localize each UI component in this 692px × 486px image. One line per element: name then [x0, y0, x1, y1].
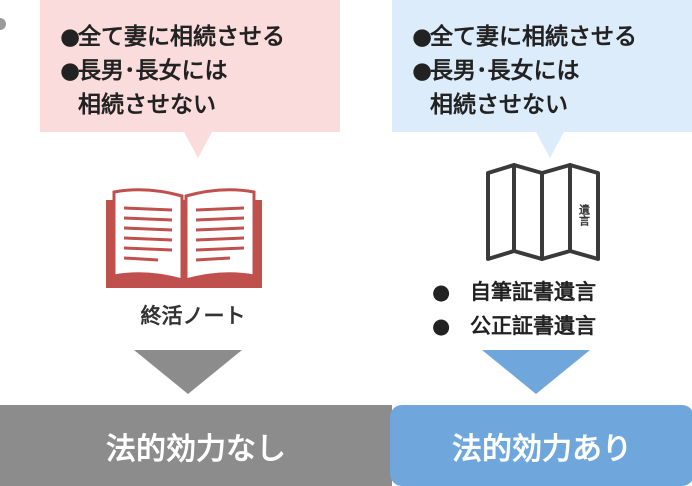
- right-speech-bubble: ● 全て妻に相続させる ● 長男･長女には 相続させない: [392, 0, 692, 158]
- result-has-legal-effect: 法的効力あり: [390, 405, 692, 486]
- right-bubble-item-1: ● 全て妻に相続させる: [412, 20, 692, 54]
- left-speech-bubble: ● 全て妻に相続させる ● 長男･長女には 相続させない: [40, 0, 340, 158]
- bubble-tail: [536, 132, 564, 158]
- result-no-legal-effect: 法的効力なし: [0, 405, 392, 486]
- will-methods-list: ●自筆証書遺言 ●公正証書遺言: [432, 275, 596, 343]
- down-arrow-right: [482, 350, 590, 394]
- right-bubble-item-2: ● 長男･長女には 相続させない: [412, 54, 692, 122]
- method-item-1: ●自筆証書遺言: [432, 275, 596, 309]
- will-icon-text: 遺言: [578, 203, 592, 227]
- bullet: ●: [60, 24, 81, 50]
- down-arrow-left: [134, 350, 242, 394]
- edge-mark: [0, 18, 6, 30]
- left-bubble-list: ● 全て妻に相続させる ● 長男･長女には 相続させない: [40, 0, 340, 122]
- left-bubble-item-1: ● 全て妻に相続させる: [60, 20, 340, 54]
- right-bubble-list: ● 全て妻に相続させる ● 長男･長女には 相続させない: [392, 0, 692, 122]
- bullet: ●: [412, 58, 433, 84]
- method-item-2: ●公正証書遺言: [432, 309, 596, 343]
- bullet: ●: [432, 280, 451, 304]
- bullet: ●: [432, 314, 451, 338]
- bullet: ●: [60, 58, 81, 84]
- right-column: ● 全て妻に相続させる ● 長男･長女には 相続させない 遺言 ●自筆証書遺言 …: [380, 0, 692, 486]
- left-bubble-item-2: ● 長男･長女には 相続させない: [60, 54, 340, 122]
- left-column: ● 全て妻に相続させる ● 長男･長女には 相続させない: [0, 0, 392, 486]
- open-book-icon: [106, 188, 262, 288]
- bullet: ●: [412, 24, 433, 50]
- note-label: 終活ノート: [140, 304, 246, 328]
- bubble-tail: [184, 132, 212, 158]
- folded-will-document-icon: 遺言: [486, 163, 600, 261]
